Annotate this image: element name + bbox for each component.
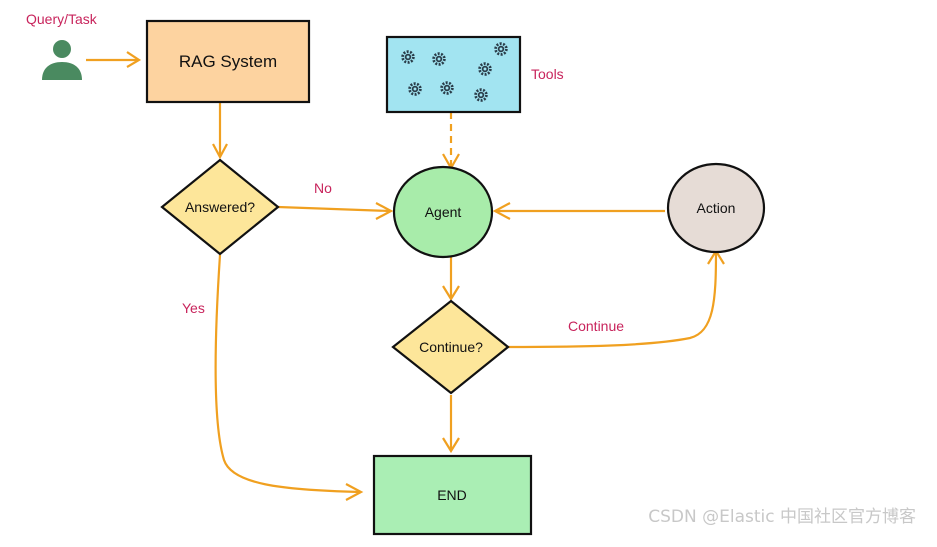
edge-agent-to-continue <box>442 257 460 302</box>
edge-rag-to-answered <box>212 102 228 160</box>
agent-node: Agent <box>392 165 494 259</box>
answered-label: Answered? <box>185 199 255 215</box>
watermark-text: CSDN @Elastic 中国社区官方博客 <box>648 507 916 527</box>
edge-label-yes: Yes <box>182 300 205 316</box>
edge-action-to-agent <box>492 202 665 220</box>
edge-user-to-rag <box>86 51 142 68</box>
rag-system-node: RAG System <box>145 19 311 104</box>
agent-label: Agent <box>425 204 462 220</box>
edge-answered-yes-to-end <box>214 254 364 501</box>
edge-continue-to-end <box>442 395 460 454</box>
action-node: Action <box>666 162 766 254</box>
edge-answered-no-to-agent <box>277 202 394 220</box>
user-icon <box>42 40 82 80</box>
edge-label-continue: Continue <box>568 318 624 334</box>
edge-label-no: No <box>314 180 332 196</box>
continue-decision-node: Continue? <box>391 299 510 395</box>
tools-label: Tools <box>531 66 564 82</box>
rag-system-label: RAG System <box>179 52 277 71</box>
edge-tools-to-agent <box>442 112 460 171</box>
continue-decision-label: Continue? <box>419 339 483 355</box>
end-label: END <box>437 487 467 503</box>
action-label: Action <box>697 200 736 216</box>
query-task-label: Query/Task <box>26 11 98 27</box>
tools-node <box>385 35 522 114</box>
end-node: END <box>372 454 533 536</box>
answered-decision-node: Answered? <box>160 158 280 256</box>
